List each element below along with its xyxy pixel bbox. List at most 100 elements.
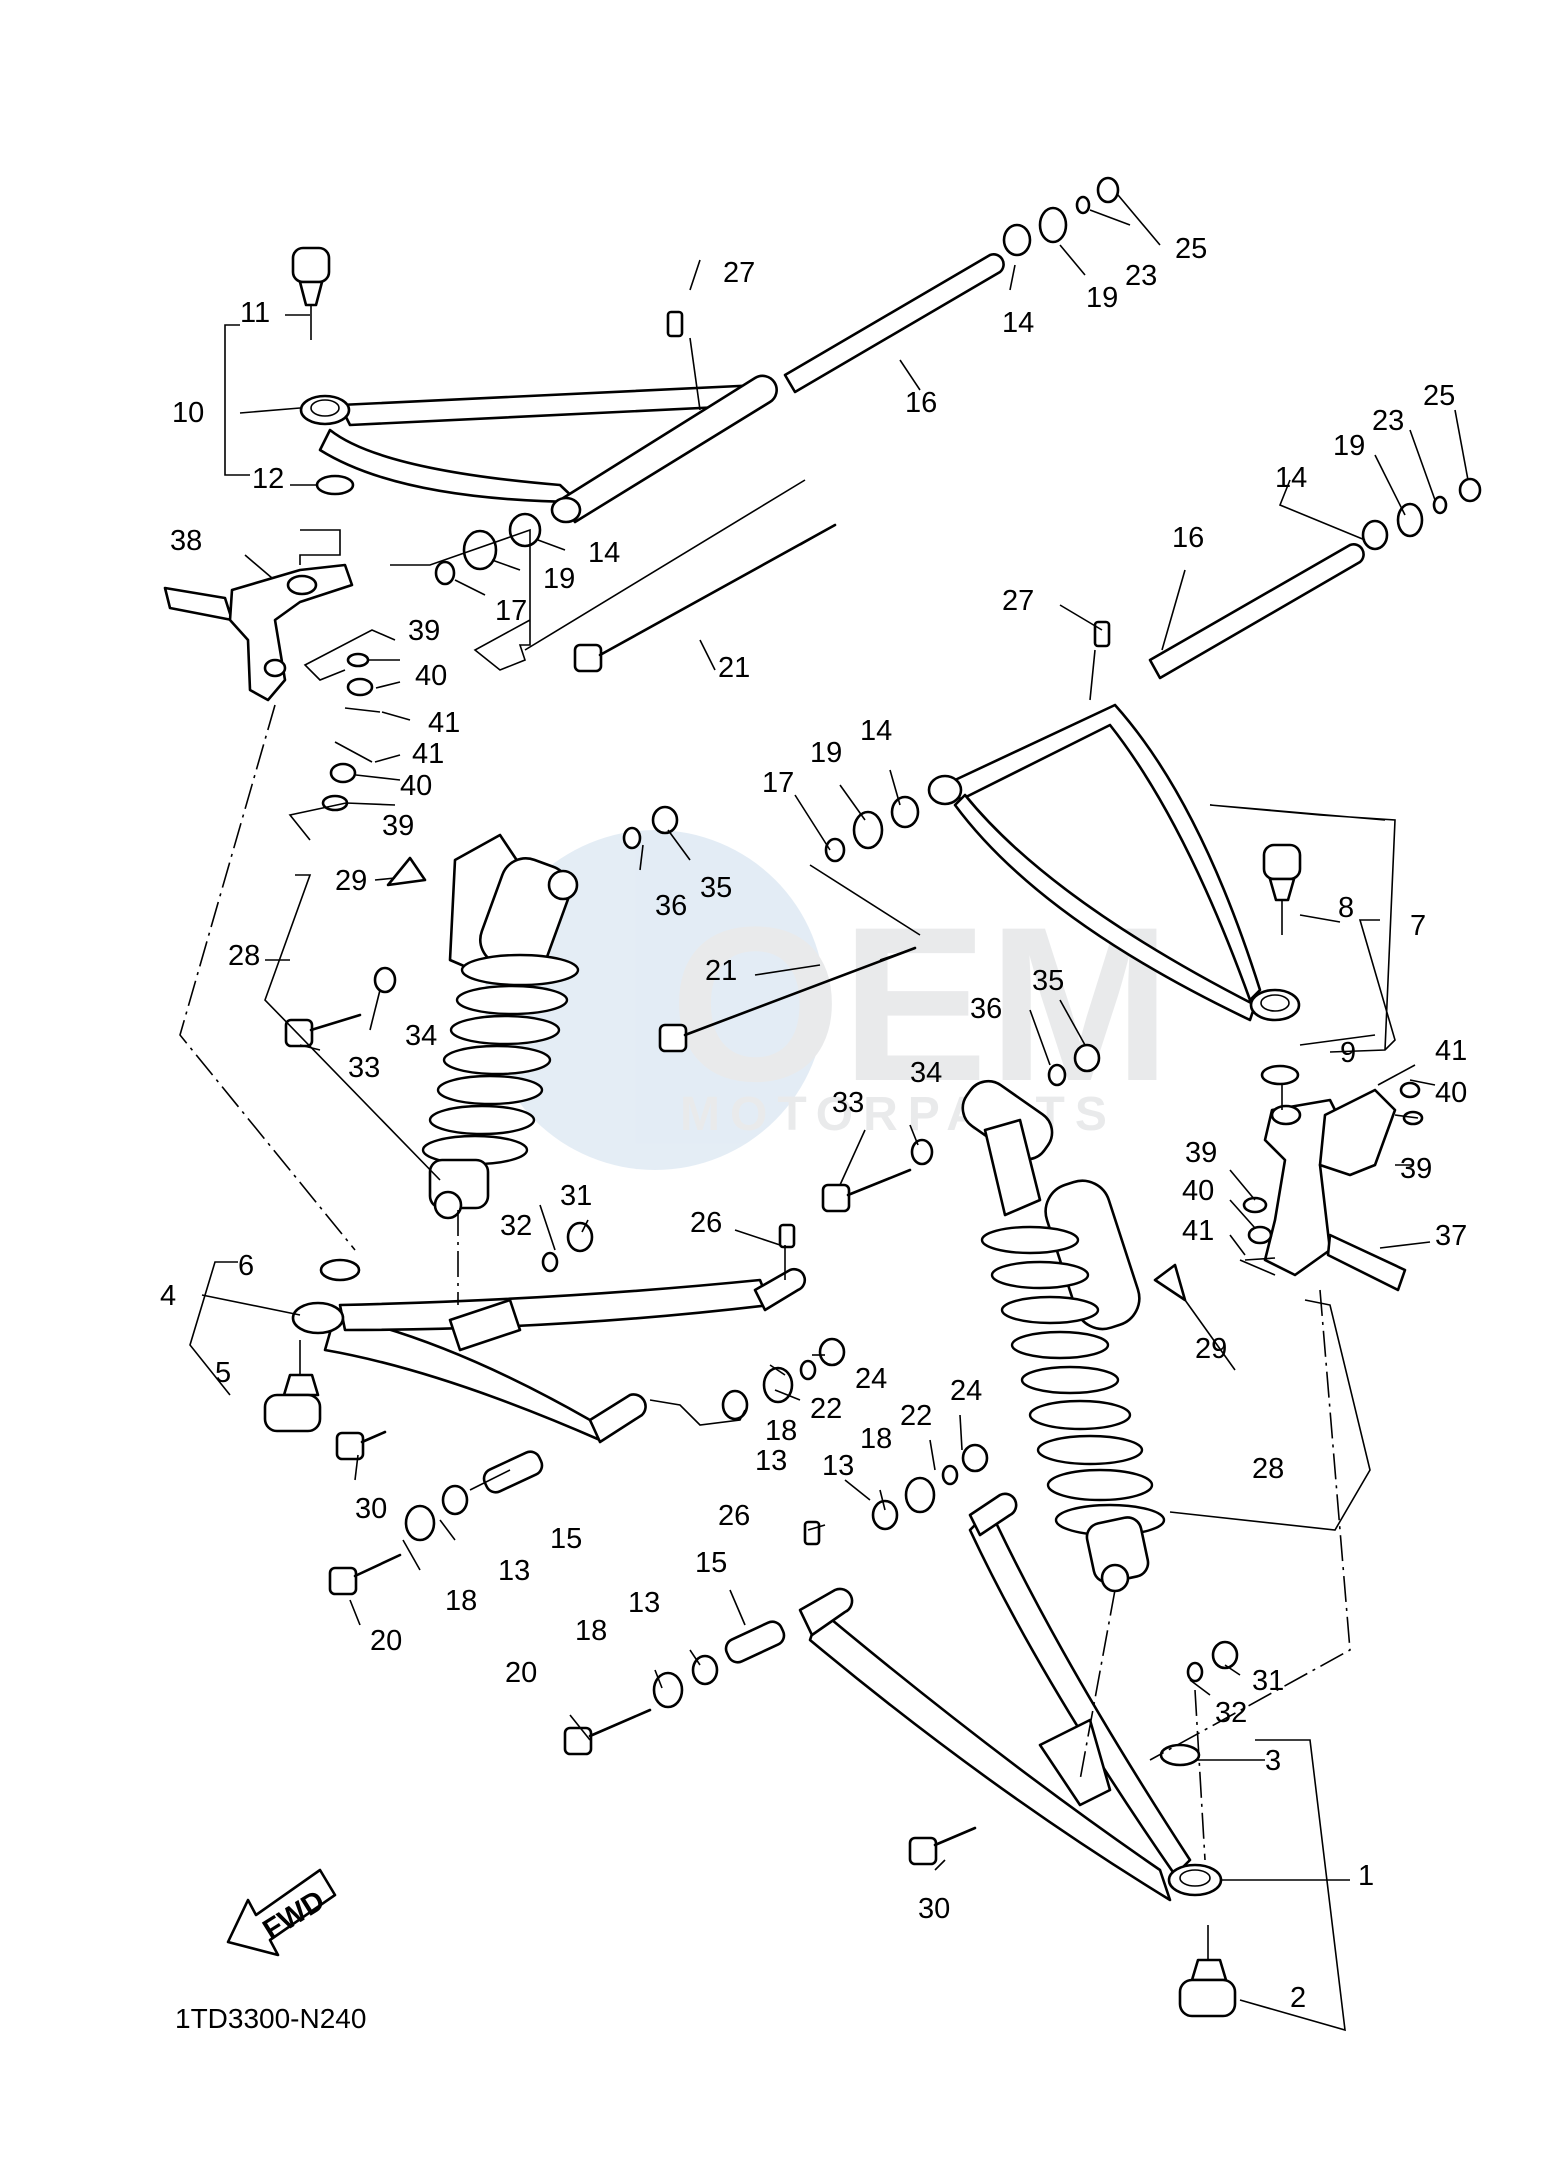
callout-18c[interactable]: 18 [860,1423,892,1455]
callout-39c[interactable]: 39 [1400,1153,1432,1185]
callout-33b[interactable]: 33 [832,1087,864,1119]
callout-6[interactable]: 6 [238,1250,254,1282]
shock-mount-hardware-right[interactable] [821,1043,1101,1213]
callout-35b[interactable]: 35 [1032,965,1064,997]
callout-32b[interactable]: 32 [1215,1697,1247,1729]
circlip-upper-left[interactable] [315,474,355,496]
shock-absorber-right[interactable] [954,1073,1166,1593]
circlip-lower-left[interactable] [319,1258,361,1282]
callout-27a[interactable]: 27 [723,257,755,289]
callout-39b[interactable]: 39 [382,810,414,842]
callout-41a[interactable]: 41 [428,707,460,739]
callout-16a[interactable]: 16 [905,387,937,419]
circlip-upper-right[interactable] [1260,1064,1300,1086]
ball-joint-lower-right[interactable] [1178,1925,1237,2018]
callout-23b[interactable]: 23 [1372,405,1404,437]
callout-32a[interactable]: 32 [500,1210,532,1242]
callout-2[interactable]: 2 [1290,1982,1306,2014]
grease-nipple-upper-left[interactable] [666,310,701,411]
callout-14c[interactable]: 14 [860,715,892,747]
callout-21b[interactable]: 21 [705,955,737,987]
ball-joint-lower-left[interactable] [263,1340,322,1433]
callout-26b[interactable]: 26 [718,1500,750,1532]
callout-17a[interactable]: 17 [495,595,527,627]
callout-8[interactable]: 8 [1338,892,1354,924]
callout-4[interactable]: 4 [160,1280,176,1312]
callout-34b[interactable]: 34 [910,1057,942,1089]
callout-40a[interactable]: 40 [415,660,447,692]
upper-arm-left[interactable] [299,374,778,524]
callout-19d[interactable]: 19 [1333,430,1365,462]
callout-30b[interactable]: 30 [918,1893,950,1925]
callout-39d[interactable]: 39 [1185,1137,1217,1169]
ball-joint-upper-left[interactable] [291,246,331,340]
callout-13a[interactable]: 13 [755,1445,787,1477]
ball-joint-upper-right[interactable] [1262,843,1302,935]
callout-28b[interactable]: 28 [1252,1453,1284,1485]
steering-knuckle-right[interactable] [1263,1088,1407,1292]
callout-5[interactable]: 5 [215,1357,231,1389]
callout-41b[interactable]: 41 [412,738,444,770]
callout-13c[interactable]: 13 [822,1450,854,1482]
grease-nipple-lower-right[interactable] [803,1520,1239,1683]
bolt-upper-left[interactable] [573,523,837,673]
lower-arm-left[interactable] [291,1267,807,1444]
callout-14b[interactable]: 14 [588,537,620,569]
shock-mount-hardware-left[interactable] [284,805,679,1048]
callout-40b[interactable]: 40 [400,770,432,802]
callout-22a[interactable]: 22 [810,1393,842,1425]
callout-40d[interactable]: 40 [1182,1175,1214,1207]
pivot-collar-upper-left[interactable] [783,253,1005,394]
callout-21a[interactable]: 21 [718,652,750,684]
callout-18a[interactable]: 18 [765,1415,797,1447]
castle-nut-set-right[interactable] [1239,1064,1424,1276]
callout-30a[interactable]: 30 [355,1493,387,1525]
callout-19c[interactable]: 19 [810,737,842,769]
callout-16b[interactable]: 16 [1172,522,1204,554]
callout-18b[interactable]: 18 [445,1585,477,1617]
callout-20b[interactable]: 20 [505,1657,537,1689]
callout-28a[interactable]: 28 [228,940,260,972]
shock-absorber-left[interactable] [421,833,580,1220]
callout-1[interactable]: 1 [1358,1860,1374,1892]
callout-3[interactable]: 3 [1265,1745,1281,1777]
callout-20a[interactable]: 20 [370,1625,402,1657]
lower-arm-right[interactable] [798,1492,1223,1902]
callout-31b[interactable]: 31 [1252,1665,1284,1697]
callout-35a[interactable]: 35 [700,872,732,904]
callout-15a[interactable]: 15 [550,1523,582,1555]
callout-24b[interactable]: 24 [950,1375,982,1407]
callout-10[interactable]: 10 [172,397,204,429]
callout-22b[interactable]: 22 [900,1400,932,1432]
callout-17b[interactable]: 17 [762,767,794,799]
callout-40c[interactable]: 40 [1435,1077,1467,1109]
callout-41c[interactable]: 41 [1435,1035,1467,1067]
callout-29b[interactable]: 29 [1195,1333,1227,1365]
castle-nut-set-left[interactable] [321,652,381,812]
callout-36a[interactable]: 36 [655,890,687,922]
bolt-upper-right[interactable] [658,946,917,1053]
callout-37[interactable]: 37 [1435,1220,1467,1252]
bolts-lower-right[interactable] [563,1708,977,1866]
callout-7[interactable]: 7 [1410,910,1426,942]
callout-13b[interactable]: 13 [498,1555,530,1587]
callout-34a[interactable]: 34 [405,1020,437,1052]
callout-38[interactable]: 38 [170,525,202,557]
steering-knuckle-left[interactable] [163,563,354,702]
callout-14a[interactable]: 14 [1002,307,1034,339]
grease-nipple-lower-left[interactable] [541,1221,796,1273]
callout-29a[interactable]: 29 [335,865,367,897]
callout-23a[interactable]: 23 [1125,260,1157,292]
callout-33a[interactable]: 33 [348,1052,380,1084]
callout-9[interactable]: 9 [1340,1037,1356,1069]
pivot-collar-upper-right[interactable] [1148,543,1365,680]
callout-15b[interactable]: 15 [695,1547,727,1579]
upper-arm-right[interactable] [927,703,1301,1022]
callout-41d[interactable]: 41 [1182,1215,1214,1247]
callout-31a[interactable]: 31 [560,1180,592,1212]
callout-36b[interactable]: 36 [970,993,1002,1025]
callout-13d[interactable]: 13 [628,1587,660,1619]
callout-14d[interactable]: 14 [1275,462,1307,494]
callout-26a[interactable]: 26 [690,1207,722,1239]
bushing-set-upper-right[interactable] [824,477,1482,863]
